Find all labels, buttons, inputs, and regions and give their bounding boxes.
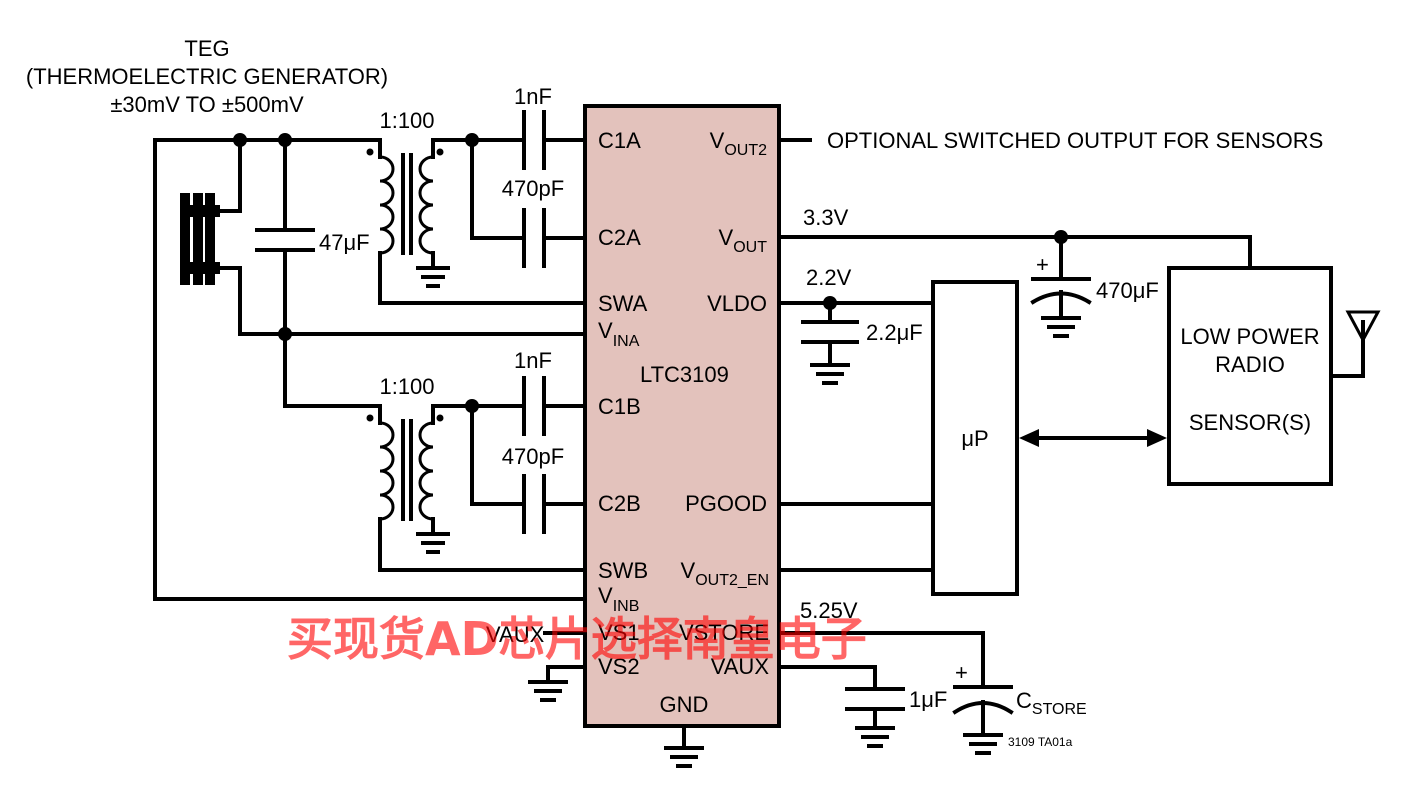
pin-c1b: C1B	[598, 394, 641, 419]
wire-left-return	[153, 138, 587, 601]
pin-vaux: VAUX	[711, 654, 770, 679]
antenna-icon	[1329, 310, 1381, 378]
cap-c1b-label: 1nF	[514, 348, 552, 373]
pin-swa: SWA	[598, 291, 648, 316]
cap-c1a-label: 1nF	[514, 84, 552, 109]
chip-name: LTC3109	[640, 362, 729, 387]
radio-sensor-block	[1167, 266, 1333, 486]
wire-c2a	[470, 138, 587, 240]
cap-vldo-label: 2.2μF	[866, 320, 923, 345]
cap-cstore-label: CSTORE	[1016, 688, 1087, 718]
pin-vina: VINA	[598, 318, 640, 350]
plus-vout: +	[1036, 252, 1049, 277]
teg-range: ±30mV TO ±500mV	[110, 92, 304, 117]
transformer-a	[366, 138, 587, 305]
cap-vaux-label: 1μF	[909, 687, 947, 712]
cap-vout	[1030, 235, 1092, 338]
teg-symbol	[180, 193, 220, 285]
ground-chip	[664, 746, 704, 768]
cap-c2b-label: 470pF	[502, 444, 564, 469]
pin-vout2-en: VOUT2_EN	[681, 558, 769, 589]
node-top-1	[233, 133, 247, 147]
vldo-voltage: 2.2V	[806, 265, 852, 290]
pin-vstore: VSTORE	[679, 620, 769, 645]
microprocessor-label: μP	[961, 426, 988, 451]
xfmr-b-ratio: 1:100	[379, 374, 434, 399]
vout-voltage: 3.3V	[803, 205, 849, 230]
microprocessor-block	[931, 280, 1019, 596]
cap-vaux	[845, 687, 905, 748]
teg-title: TEG	[184, 36, 229, 61]
wire-vout	[777, 235, 1252, 270]
node-vina	[278, 327, 292, 341]
pin-c2a: C2A	[598, 225, 641, 250]
wire-vs2	[546, 665, 587, 684]
xfmr-a-ratio: 1:100	[379, 108, 434, 133]
pin-gnd: GND	[660, 692, 709, 717]
pin-c2b: C2B	[598, 491, 641, 516]
radio-line1: LOW POWER	[1180, 324, 1319, 349]
pin-vinb: VINB	[598, 583, 639, 615]
ltc3109-chip-body	[583, 104, 781, 728]
cap-vldo	[801, 301, 859, 385]
wire-vaux	[777, 665, 877, 691]
pin-vout: VOUT	[719, 225, 768, 256]
pin-swb: SWB	[598, 558, 648, 583]
cap-c2b	[522, 474, 546, 534]
pin-c1a: C1A	[598, 128, 641, 153]
figure-id: 3109 TA01a	[1008, 735, 1073, 749]
vstore-voltage: 5.25V	[800, 598, 858, 623]
sensor-label: SENSOR(S)	[1189, 410, 1311, 435]
node-top-2	[278, 133, 292, 147]
vout2-desc: OPTIONAL SWITCHED OUTPUT FOR SENSORS	[827, 128, 1323, 153]
ground-vs2	[528, 680, 568, 702]
pin-vs1: VS1	[598, 620, 640, 645]
cap-c1a	[522, 110, 546, 170]
watermark-text: 买现货AD芯片选择南皇电子	[287, 612, 867, 666]
cap-c2a-label: 470pF	[502, 176, 564, 201]
bidirectional-arrow	[1019, 429, 1167, 447]
vaux-net-label: VAUX	[486, 622, 545, 647]
pin-vldo: VLDO	[707, 291, 767, 316]
pin-pgood: PGOOD	[685, 491, 767, 516]
cap-cstore	[952, 685, 1014, 755]
transformer-b	[366, 404, 587, 572]
pin-vs2: VS2	[598, 654, 640, 679]
cap-c2a	[522, 208, 546, 268]
cap-c1b	[522, 376, 546, 436]
input-capacitor	[255, 228, 315, 252]
plus-cstore: +	[955, 660, 968, 685]
wire-cap47-bot	[283, 248, 382, 408]
input-cap-label: 47μF	[319, 230, 370, 255]
wire-c2b	[470, 404, 587, 506]
wire-vstore	[777, 631, 985, 687]
teg-subtitle: (THERMOELECTRIC GENERATOR)	[26, 64, 388, 89]
wire-teg-bot	[218, 266, 587, 336]
radio-line2: RADIO	[1215, 352, 1285, 377]
wire-teg-top	[218, 138, 242, 213]
pin-vout2: VOUT2	[710, 128, 767, 159]
cap-vout-label: 470μF	[1096, 278, 1159, 303]
